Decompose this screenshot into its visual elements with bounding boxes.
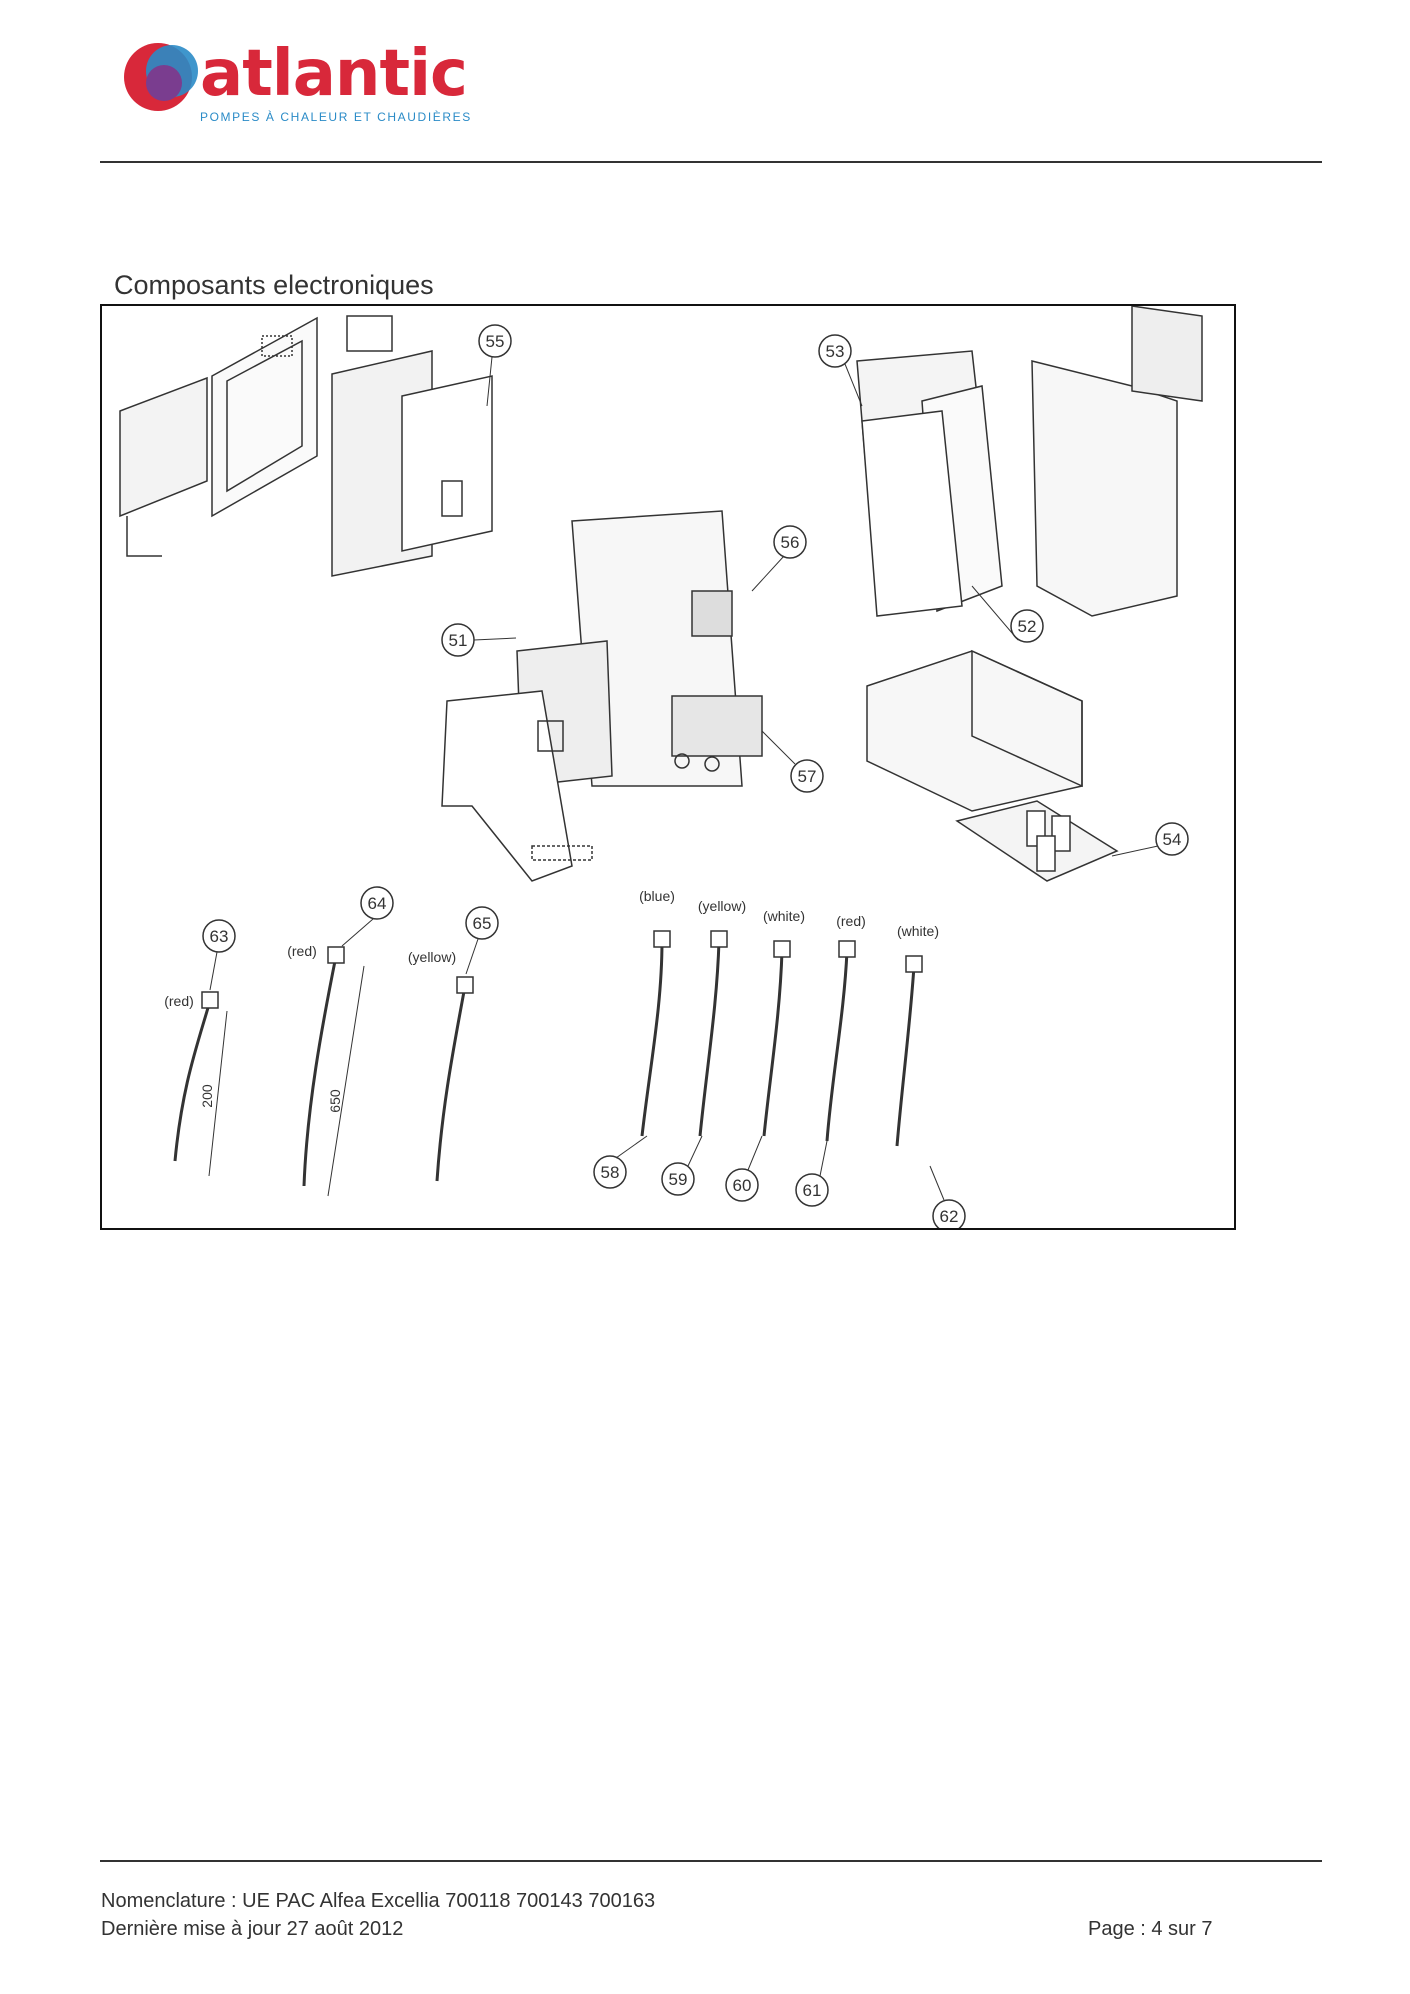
atlantic-logo [124, 43, 198, 111]
footer-rule [100, 1860, 1322, 1862]
svg-text:64: 64 [368, 894, 387, 913]
wire-color-label: (red) [287, 943, 317, 959]
callout-61: 61 [795, 1173, 829, 1207]
svg-text:65: 65 [473, 914, 492, 933]
svg-text:58: 58 [601, 1163, 620, 1182]
svg-text:53: 53 [826, 342, 845, 361]
svg-text:54: 54 [1163, 830, 1182, 849]
wire-color-label: (yellow) [698, 898, 746, 914]
wire-color-label: (red) [164, 993, 194, 1009]
callout-57: 57 [790, 759, 824, 793]
callout-62: 62 [932, 1199, 966, 1228]
callout-55: 55 [478, 324, 512, 358]
main-pcb-plate [441, 510, 763, 882]
wire-color-label: (blue) [639, 888, 675, 904]
wire-connectors [201, 930, 923, 1009]
callout-58: 58 [593, 1155, 627, 1189]
callout-54: 54 [1155, 822, 1189, 856]
svg-text:51: 51 [449, 631, 468, 650]
wire-color-label: (white) [763, 908, 805, 924]
brand-name: atlantic [200, 37, 468, 111]
callouts: 51 52 53 54 55 56 57 58 59 60 61 62 63 6… [202, 324, 1189, 1228]
capacitor-board [955, 800, 1119, 882]
brand-tagline: POMPES À CHALEUR ET CHAUDIÈRES [200, 110, 472, 124]
wire-color-label: (yellow) [408, 949, 456, 965]
wire-color-label: (white) [897, 923, 939, 939]
svg-text:63: 63 [210, 927, 229, 946]
callout-60: 60 [725, 1168, 759, 1202]
svg-text:62: 62 [940, 1207, 959, 1226]
callout-52: 52 [1010, 609, 1044, 643]
footer-nomenclature: Nomenclature : UE PAC Alfea Excellia 700… [101, 1890, 656, 1912]
svg-text:61: 61 [803, 1181, 822, 1200]
callout-53: 53 [818, 334, 852, 368]
header-rule [100, 161, 1322, 163]
svg-text:56: 56 [781, 533, 800, 552]
leader-lines [209, 356, 1159, 1201]
section-title: Composants electroniques [114, 270, 434, 300]
wire-harnesses [173, 940, 916, 1187]
inverter-pcb-assembly [856, 306, 1203, 617]
svg-text:55: 55 [486, 332, 505, 351]
exploded-parts-diagram: (red) (red) (yellow) (blue) (yellow) (wh… [100, 304, 1236, 1230]
svg-text:57: 57 [798, 767, 817, 786]
callout-59: 59 [661, 1162, 695, 1196]
svg-text:59: 59 [669, 1170, 688, 1189]
callout-64: 64 [360, 886, 394, 920]
wire-color-label: (red) [836, 913, 866, 929]
footer-page-number: Page : 4 sur 7 [1088, 1918, 1213, 1940]
svg-text:52: 52 [1018, 617, 1037, 636]
dimension-label: 200 [199, 1084, 215, 1108]
callout-65: 65 [465, 906, 499, 940]
dimension-label: 650 [327, 1089, 343, 1113]
footer-last-update: Dernière mise à jour 27 août 2012 [101, 1918, 404, 1940]
callout-51: 51 [441, 623, 475, 657]
cabinet-door-assembly [119, 315, 493, 577]
svg-text:60: 60 [733, 1176, 752, 1195]
electrical-box [866, 649, 1083, 812]
callout-63: 63 [202, 919, 236, 953]
callout-56: 56 [773, 525, 807, 559]
